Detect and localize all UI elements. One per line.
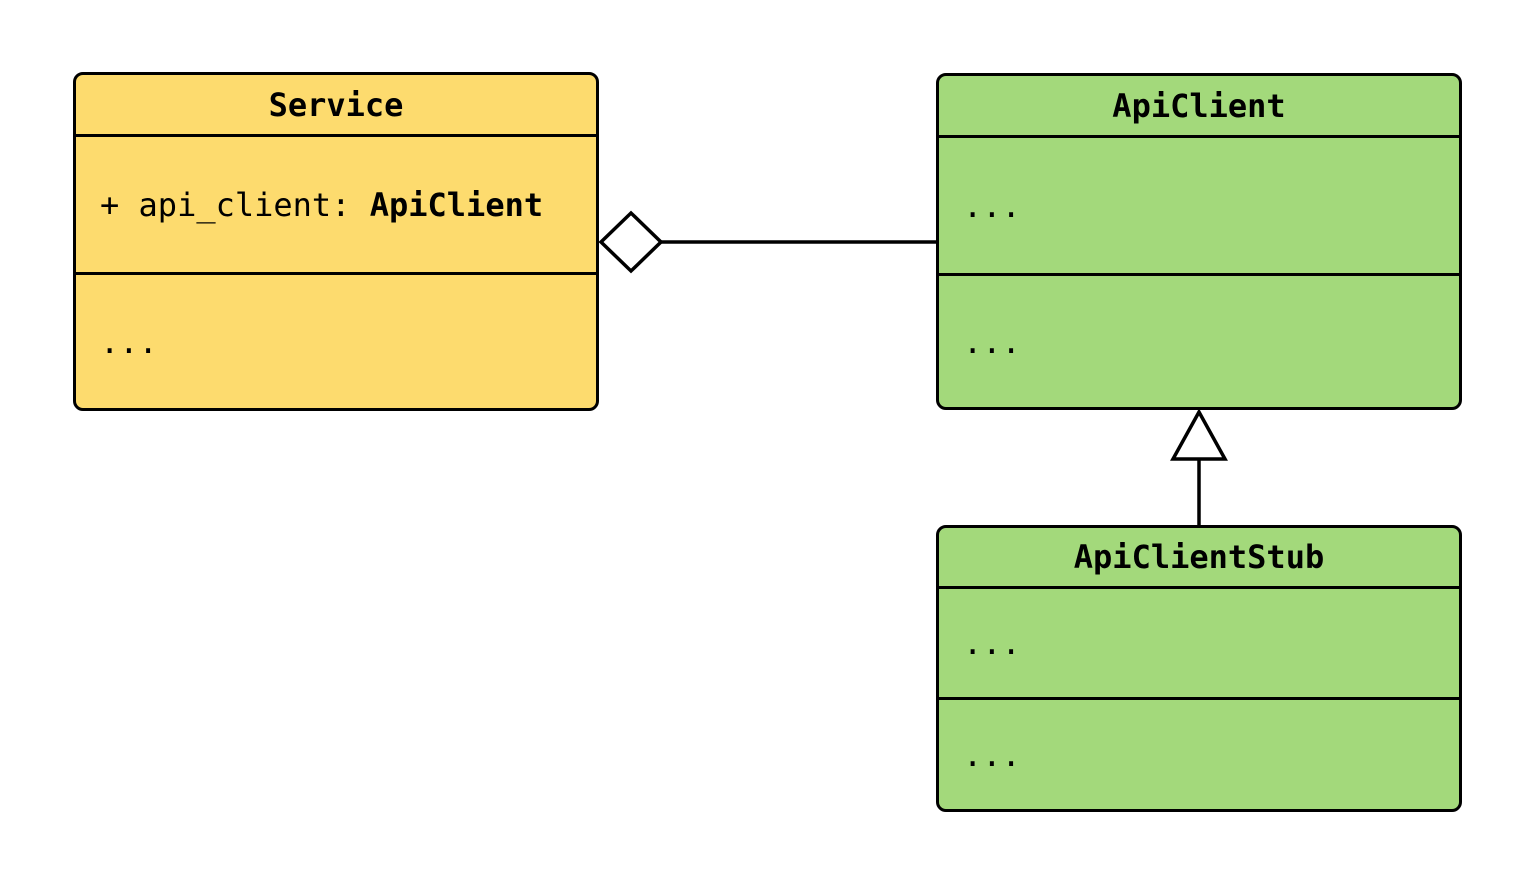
service-methods-section: ... (76, 275, 596, 408)
class-title-service: Service (76, 75, 596, 137)
class-box-api-client-stub: ApiClientStub ... ... (936, 525, 1462, 812)
api-client-stub-attributes-section: ... (939, 589, 1459, 700)
api-client-methods-placeholder: ... (963, 322, 1021, 361)
class-title-api-client-stub: ApiClientStub (939, 528, 1459, 589)
aggregation-diamond-icon (598, 210, 664, 274)
service-methods-placeholder: ... (100, 322, 158, 361)
class-title-api-client: ApiClient (939, 76, 1459, 138)
api-client-stub-methods-section: ... (939, 700, 1459, 809)
class-box-service: Service + api_client: ApiClient ... (73, 72, 599, 411)
inheritance-triangle-icon (1170, 408, 1228, 461)
service-attribute-type: ApiClient (369, 185, 544, 224)
inheritance-connector (1170, 408, 1228, 527)
api-client-stub-attributes-placeholder: ... (963, 624, 1021, 662)
api-client-attributes-section: ... (939, 138, 1459, 276)
api-client-attributes-placeholder: ... (963, 186, 1021, 225)
service-attribute-name: + api_client: (100, 185, 370, 224)
service-attributes-section: + api_client: ApiClient (76, 137, 596, 275)
aggregation-connector (598, 210, 938, 274)
api-client-stub-methods-placeholder: ... (963, 735, 1021, 774)
api-client-methods-section: ... (939, 276, 1459, 407)
class-box-api-client: ApiClient ... ... (936, 73, 1462, 410)
